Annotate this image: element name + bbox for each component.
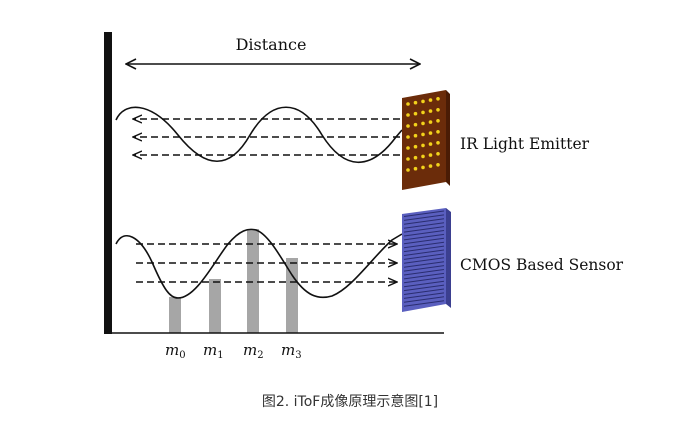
- sensor-pixel-row: [403, 241, 445, 249]
- emitter-led-dot: [421, 154, 425, 159]
- sensor-pixel-row: [403, 233, 445, 241]
- emitter-led-dot: [421, 110, 425, 115]
- sensor-pixel-row: [403, 230, 445, 237]
- sensor-pixel-row: [403, 210, 445, 217]
- emitter-led-dot: [428, 109, 433, 113]
- emitter-led-dot: [436, 152, 440, 156]
- sensor-pixel-row: [403, 214, 445, 221]
- emitter-led-dot: [406, 102, 410, 106]
- emitter-led-dot: [436, 97, 440, 101]
- emitter-led-dot: [413, 122, 418, 127]
- emitter-label: IR Light Emitter: [460, 135, 590, 153]
- sensor-pixel-row: [403, 257, 445, 264]
- sample-bar-m2: [247, 229, 259, 333]
- figure-caption: 图2. iToF成像原理示意图[1]: [262, 393, 438, 410]
- sensor-pixel-row: [403, 292, 445, 299]
- emitter-led-dot: [421, 165, 425, 170]
- emitter-led-dot: [421, 99, 425, 104]
- emitter-led-dot: [421, 143, 425, 148]
- sample-label-m3: m3: [281, 341, 302, 361]
- sensor-pixel-rows: [403, 210, 445, 307]
- received-light-wave: [115, 228, 403, 299]
- emitter-led-dot: [406, 124, 410, 128]
- emitter-led-dot: [428, 131, 433, 135]
- emitter-led-dot: [428, 120, 433, 124]
- sample-bar-m1: [209, 279, 221, 333]
- sample-bar-m0: [169, 297, 181, 333]
- sample-label-m1: m1: [203, 341, 224, 361]
- sensor-pixel-row: [403, 261, 445, 268]
- sensor-pixel-row: [403, 226, 445, 233]
- emitter-led-dot: [436, 108, 440, 112]
- sensor-label: CMOS Based Sensor: [460, 256, 624, 274]
- emitter-led-dot: [436, 141, 440, 145]
- emitter-led-dot: [413, 100, 418, 105]
- sensor-pixel-row: [403, 222, 445, 229]
- emitter-led-grid: [406, 97, 440, 172]
- sensor-pixel-row: [403, 237, 445, 245]
- emitter-led-dot: [436, 130, 440, 134]
- cmos-sensor-icon: [402, 208, 451, 312]
- emitter-led-dot: [406, 168, 410, 172]
- emitter-led-dot: [406, 135, 410, 139]
- sensor-pixel-row: [403, 253, 445, 260]
- sensor-pixel-row: [403, 265, 445, 272]
- emitter-led-dot: [406, 113, 410, 117]
- emitted-light-wave: [115, 106, 403, 163]
- emitter-led-dot: [428, 98, 433, 102]
- emitter-led-dot: [421, 132, 425, 137]
- emitter-led-dot: [421, 121, 425, 126]
- emitter-led-dot: [413, 155, 418, 160]
- sensor-pixel-row: [403, 218, 445, 225]
- sensor-pixel-row: [403, 245, 445, 253]
- sensor-pixel-row: [403, 280, 445, 288]
- emitter-led-dot: [413, 111, 418, 116]
- target-wall: [104, 32, 112, 334]
- sensor-pixel-row: [403, 288, 445, 295]
- distance-label: Distance: [236, 35, 307, 54]
- sample-bar-m3: [286, 258, 298, 333]
- emitter-led-dot: [406, 157, 410, 161]
- sensor-pixel-row: [403, 284, 445, 292]
- sensor-pixel-row: [403, 276, 445, 284]
- sensor-pixel-row: [403, 300, 445, 307]
- emitter-led-dot: [413, 166, 418, 171]
- emitter-led-dot: [436, 119, 440, 123]
- sample-label-m0: m0: [165, 341, 186, 361]
- emitter-led-dot: [428, 164, 433, 168]
- emitter-led-dot: [428, 153, 433, 157]
- sensor-pixel-row: [403, 249, 445, 256]
- emitter-led-dot: [406, 146, 410, 150]
- sensor-pixel-row: [403, 272, 445, 280]
- emitter-led-dot: [428, 142, 433, 146]
- emitter-led-dot: [436, 163, 440, 167]
- sensor-pixel-row: [403, 269, 445, 276]
- sample-label-m2: m2: [243, 341, 264, 361]
- sensor-pixel-row: [403, 296, 445, 303]
- emitter-led-dot: [413, 133, 418, 138]
- ir-emitter-icon: [402, 90, 450, 190]
- emitter-led-dot: [413, 144, 418, 149]
